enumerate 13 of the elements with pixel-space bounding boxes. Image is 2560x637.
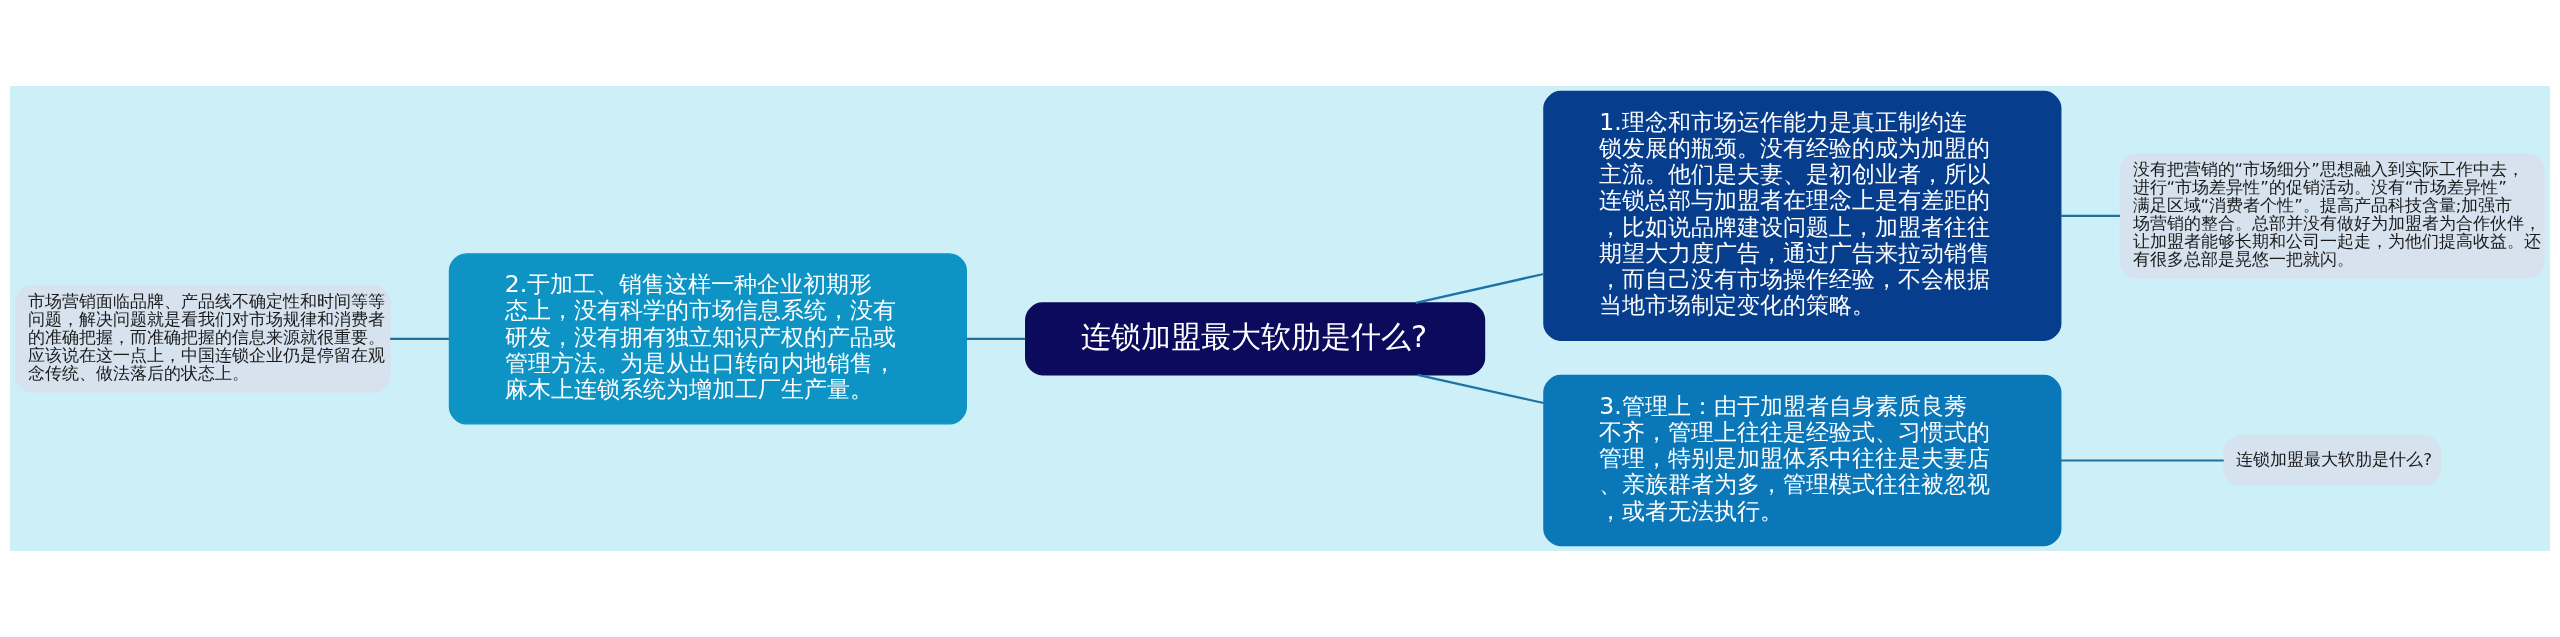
node-box: 2.于加工、销售这样一种企业初期形态上，没有科学的市场信息系统，没有研发，没有拥有独立知识产权的产品或管理方法。为是从出口转向内地销售，麻木上连锁系统为增加工厂生产量。 (448, 253, 967, 425)
connector (966, 337, 1026, 340)
connector (1417, 373, 1544, 405)
connector (2060, 459, 2224, 462)
connector (2060, 214, 2121, 217)
node-box: 连锁加盟最大软肋是什么? (2223, 434, 2442, 487)
node-box: 1.理念和市场运作能力是真正制约连锁发展的瓶颈。没有经验的成为加盟的主流。他们是夫妻、是初创业者，所以连锁总部与加盟者在理念上是有差距的，比如说品牌建设问题上，加盟者往往期望大力度广告，通过广告来拉动销售，而自己没有市场操作经验，不会根据当地市场制定变化的策略。 (1543, 90, 2062, 341)
node-box: 没有把营销的“市场细分”思想融入到实际工作中去，进行“市场差异性”的促销活动。没有“市场差异性”满足区域“消费者个性”。提高产品科技含量;加强市场营销的整合。总部并没有做好为加盟者为合作伙伴，让加盟者能够长期和公司一起走，为他们提高收益。还有很多总部是晃悠一把就闪。 (2119, 153, 2546, 279)
connector (1415, 272, 1545, 304)
node-box: 3.管理上：由于加盟者自身素质良莠不齐，管理上往往是经验式、习惯式的管理，特别是加盟体系中往往是夫妻店、亲族群者为多，管理模式往往被忽视，或者无法执行。 (1543, 374, 2062, 547)
node-box: 市场营销面临品牌、产品线不确定性和时间等等问题，解决问题就是看我们对市场规律和消费者的准确把握，而准确把握的信息来源就很重要。应该说在这一点上，中国连锁企业仍是停留在观念传统、做法落后的状态上。 (14, 285, 391, 393)
connector (390, 337, 450, 340)
node-box: 连锁加盟最大软肋是什么? (1025, 302, 1486, 376)
